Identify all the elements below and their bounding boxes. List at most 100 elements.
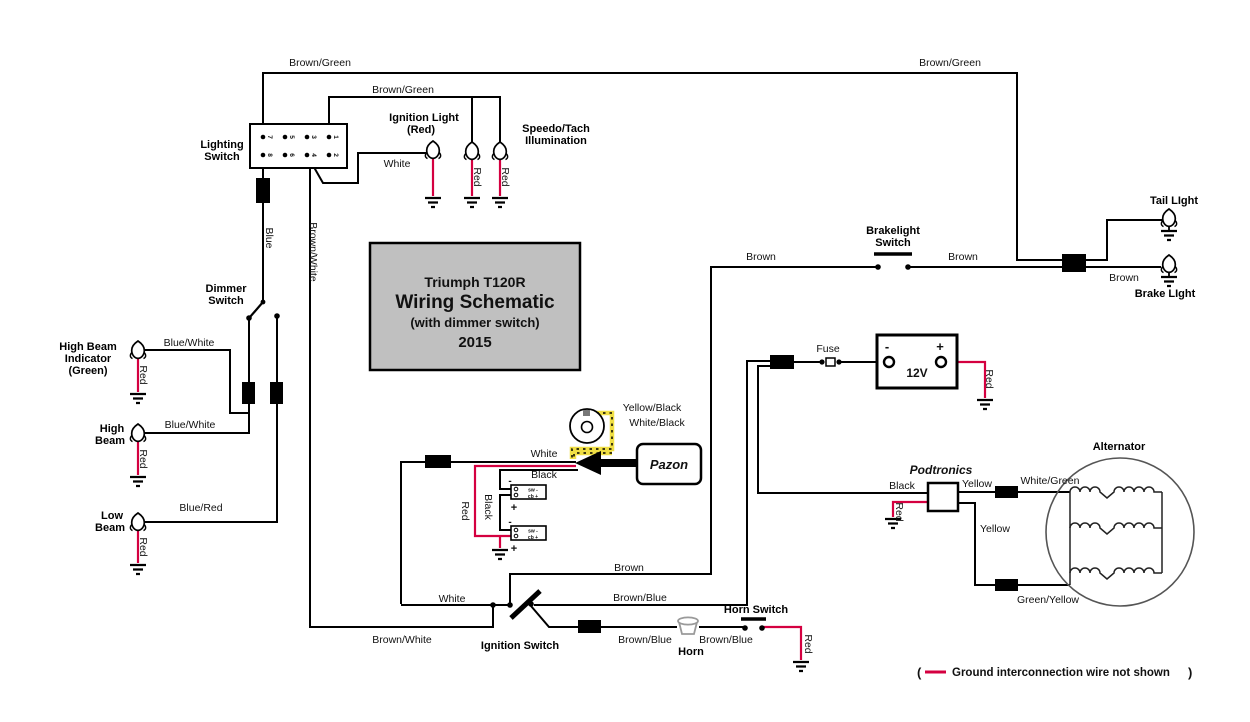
wire-dimmer-left-blue-white [145,318,250,434]
pazon-unit: Pazon [635,442,703,486]
high-beam-indicator-label-3: (Green) [68,365,107,377]
coil-wires [499,469,578,531]
label-red-battery: Red [983,369,995,388]
red-podtronics-ground [891,500,928,517]
label-brown-white-rot: Brown/White [307,222,319,282]
label-red-2: Red [137,449,149,468]
alternator-label: Alternator [1093,441,1146,453]
connector-dimmer-right [270,382,283,404]
connector-dimmer-left [242,382,255,404]
low-beam-label-2: Beam [95,522,125,534]
coil2-sw: sw - [528,529,538,535]
ignition-coil-1: sw - cb + - + [508,476,547,514]
title-line2: Wiring Schematic [395,292,555,313]
low-beam-label-1: Low [101,510,123,522]
label-green-yellow: Green/Yellow [1017,594,1079,606]
label-black-rot: Black [482,494,494,520]
connector-white-mid [425,455,451,468]
legend-text: Ground interconnection wire not shown [952,667,1170,679]
label-red-podtronics: Red [893,502,905,521]
coil1-sw: sw - [528,488,538,494]
wire-white-mid [400,461,576,604]
red-hornswitch-ground [764,625,803,660]
wire-brown-green-main [262,72,1162,261]
wire-black-coil1 [499,469,578,490]
wire-brown-green-2 [328,96,501,142]
component-labels: Lighting Switch Dimmer Switch Ignition L… [59,112,1198,658]
label-brown-blue-1: Brown/Blue [613,592,667,604]
speedo-lamp-2 [491,141,509,161]
high-beam-label-2: Beam [95,435,125,447]
speedo-label-2: Illumination [525,135,587,147]
red-pazon-ground [473,464,576,548]
wire-black-coil-link [499,494,511,531]
wire-yellow-to-alternator [958,491,1070,586]
brake-lamp [1160,254,1178,274]
label-brown-1: Brown [614,562,644,574]
coil1-pos: + [511,502,517,514]
horn [677,616,699,635]
terminal-3: 3 [310,135,317,139]
pazon-label: Pazon [650,457,688,472]
battery: - + 12V [875,333,959,390]
fuse-label: Fuse [816,343,840,355]
horn-switch-label: Horn Switch [724,604,788,616]
title-line1: Triumph T120R [424,274,525,290]
speedo-lamp-1 [463,141,481,161]
low-beam-lamp [129,512,147,532]
label-white-black: White/Black [629,417,685,429]
horn-switch [741,617,766,631]
brakelight-switch-label-1: Brakelight [866,225,920,237]
battery-pos-label: + [936,339,944,354]
connector-alt-top [995,486,1018,498]
label-yellow-2: Yellow [980,523,1010,535]
label-red-pazon: Red [459,501,471,520]
lighting-switch-label-1: Lighting [200,139,243,151]
brakelight-switch-label-2: Switch [875,237,911,249]
label-black-coil: Black [531,469,557,481]
label-white-top: White [384,158,411,170]
legend-close: ) [1188,665,1192,680]
ignition-lamp [424,140,442,160]
red-battery-ground [946,360,987,398]
tail-light-label: Tail LIght [1150,195,1198,207]
label-blue-red: Blue/Red [179,502,222,514]
coil2-neg: - [508,517,511,528]
podtronics-label: Podtronics [910,463,973,477]
label-brown-white-bottom: Brown/White [372,634,432,646]
pazon-bundle [575,451,638,475]
coil2-pos: + [511,543,517,555]
label-white-green: White/Green [1021,475,1080,487]
wire-brown-white [309,157,494,628]
connector-brake-tail [1062,254,1086,272]
label-brown-2: Brown [746,251,776,263]
label-brown-blue-2: Brown/Blue [618,634,672,646]
brakelight-switch [874,252,912,270]
label-white-mid: White [531,448,558,460]
label-yellow-black: Yellow/Black [623,402,682,414]
red-wires [136,159,987,660]
label-brown-green-3: Brown/Green [919,57,981,69]
speedo-label-1: Speedo/Tach [522,123,590,135]
high-beam-label-1: High [100,423,125,435]
label-red-5: Red [499,167,511,186]
lighting-switch-label-2: Switch [204,151,240,163]
label-brown-blue-3: Brown/Blue [699,634,753,646]
tail-lamp [1160,208,1178,228]
terminal-5: 5 [288,135,295,139]
label-brown-3: Brown [948,251,978,263]
podtronics-unit [926,481,960,513]
dimmer-switch-label-1: Dimmer [206,283,248,295]
fuse [819,357,842,367]
terminal-6: 6 [288,153,295,157]
connector-blue [256,178,270,203]
ignition-light-label-1: Ignition Light [389,112,459,124]
battery-neg-label: - [885,339,889,354]
coil1-cb: cb + [528,494,538,500]
wire-labels: Brown/Green Brown/Green Brown/Green Whit… [164,57,1139,646]
legend: ( Ground interconnection wire not shown … [917,665,1192,680]
terminal-4: 4 [310,153,317,157]
high-beam-indicator-label-1: High Beam [59,341,117,353]
